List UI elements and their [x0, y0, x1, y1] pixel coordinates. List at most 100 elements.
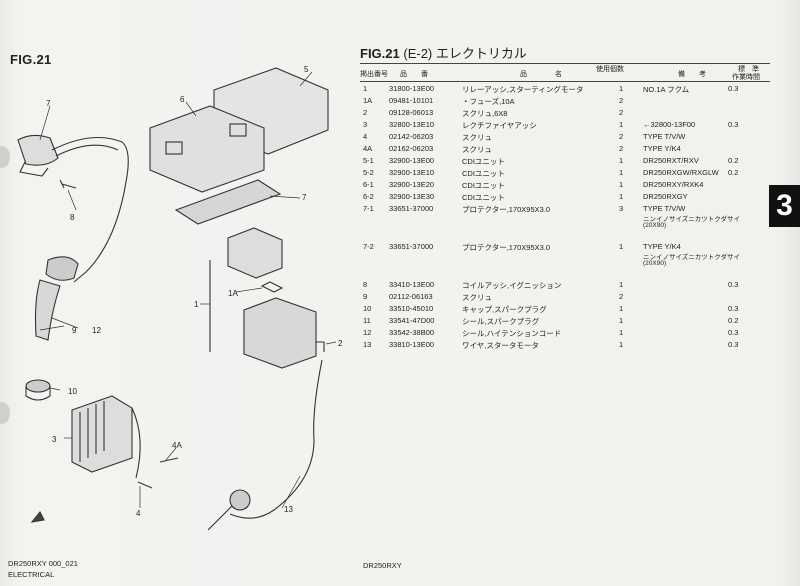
row-description: ・フューズ,10A: [462, 97, 515, 106]
row-ref-no: 8: [363, 280, 368, 289]
callout-3: 3: [52, 435, 57, 444]
row-remarks: DR250RXGY: [643, 192, 688, 201]
row-remarks: DR250RXGW/RXGLW: [643, 168, 719, 177]
row-description: リレーアッシ,スターティングモータ: [462, 85, 584, 94]
row-remarks: TYPE T/V/W: [643, 204, 686, 213]
row-ref-no: 2: [363, 108, 368, 117]
row-quantity: 1: [619, 316, 624, 325]
binder-hole: [0, 146, 10, 168]
callout-10: 9: [72, 326, 77, 335]
row-ref-no: 1: [363, 84, 368, 93]
footer-model: DR250RXY: [363, 561, 402, 570]
row-quantity: 1: [619, 120, 624, 129]
callout-6: 6: [180, 95, 185, 104]
callout-12: 12: [92, 326, 101, 335]
row-quantity: 3: [619, 204, 624, 213]
row-remarks: DR250RXY/RXK4: [643, 180, 704, 189]
row-ref-no: 4: [363, 132, 368, 141]
row-part-number: 32900-13E00: [389, 156, 435, 165]
figure-name: エレクトリカル: [435, 46, 527, 61]
callout-4: 4: [136, 509, 141, 518]
table-header: 掲出番号 品 番 品 名 使用個数 備 考 標 準 作業時間: [360, 63, 770, 82]
callout-11: 10: [68, 387, 77, 396]
row-remarks: DR250RXT/RXV: [643, 156, 699, 165]
row-description: スクリュ: [462, 133, 492, 142]
row-description: プロテクター,170X95X3.0: [462, 243, 551, 252]
header-std-sub: 作業時間: [732, 74, 760, 81]
row-standard-time: 0.3: [728, 120, 739, 129]
row-part-number: 32900-13E30: [389, 192, 435, 201]
row-remarks: TYPE T/V/W: [643, 132, 686, 141]
row-part-number: 33510-45010: [389, 304, 434, 313]
row-description: コイルアッシ,イグニッション: [462, 281, 562, 290]
row-part-number: 32900-13E20: [389, 180, 435, 189]
row-part-number: 32800-13E10: [389, 120, 435, 129]
figure-section: (E-2): [403, 46, 433, 61]
row-quantity: 2: [619, 144, 624, 153]
row-remarks: ←32800-13F00: [643, 120, 696, 129]
row-description: シール,ハイテンションコード: [462, 329, 562, 338]
row-part-number: 09128-06013: [389, 108, 434, 117]
section-tab: 3: [769, 185, 800, 227]
row-quantity: 2: [619, 132, 624, 141]
row-description: キャップ,スパークプラグ: [462, 305, 547, 314]
row-description: スクリュ: [462, 145, 492, 154]
row-quantity: 1: [619, 180, 624, 189]
row-ref-no: 11: [363, 316, 371, 325]
row-ref-no: 6-1: [363, 180, 374, 189]
callout-1: 1: [194, 300, 199, 309]
row-part-number: 33651-37000: [389, 204, 434, 213]
row-quantity: 1: [619, 280, 624, 289]
callout-8: 7: [46, 99, 51, 108]
row-quantity: 1: [619, 168, 624, 177]
footer-model-code: DR250RXY 000_021: [8, 559, 78, 568]
row-ref-no: 5-1: [363, 156, 374, 165]
callout-7: 7: [302, 193, 307, 202]
figure-number: FIG.21: [360, 46, 400, 61]
row-standard-time: 0.3: [728, 340, 739, 349]
row-quantity: 2: [619, 292, 624, 301]
row-description: CDIユニット: [462, 157, 505, 166]
row-ref-no: 13: [363, 340, 372, 349]
header-std: 標 準: [738, 66, 759, 73]
figure-title-left: FIG.21: [10, 52, 52, 67]
row-part-number: 33542-38B00: [389, 328, 435, 337]
row-quantity: 2: [619, 96, 624, 105]
row-standard-time: 0.3: [728, 304, 739, 313]
row-ref-no: 7-1: [363, 204, 374, 213]
row-description: CDIユニット: [462, 181, 505, 190]
parts-diagram: 7 8 12 9 10 3 4A 4 5 6 7 1A 1 2 13: [17, 65, 343, 530]
row-ref-no: 4A: [363, 144, 373, 153]
row-ref-no: 1A: [363, 96, 373, 105]
row-remarks: NO.1A フクム: [643, 85, 690, 94]
row-standard-time: 0.3: [728, 84, 739, 93]
row-ref-no: 3: [363, 120, 368, 129]
row-ref-no: 6-2: [363, 192, 374, 201]
row-ref-no: 9: [363, 292, 368, 301]
callout-4a: 4A: [172, 441, 182, 450]
row-remarks: TYPE Y/K4: [643, 144, 681, 153]
callout-1a: 1A: [228, 289, 238, 298]
row-quantity: 1: [619, 242, 624, 251]
row-part-number: 02112-06163: [389, 292, 433, 301]
row-standard-time: 0.2: [728, 316, 739, 325]
row-quantity: 1: [619, 192, 624, 201]
callout-5: 5: [304, 65, 309, 74]
row-remarks-size: (20X90): [643, 260, 667, 267]
row-remarks-note: ニンイノサイズニカツトクダサイ: [643, 216, 741, 223]
row-quantity: 1: [619, 84, 624, 93]
row-part-number: 32900-13E10: [389, 168, 435, 177]
